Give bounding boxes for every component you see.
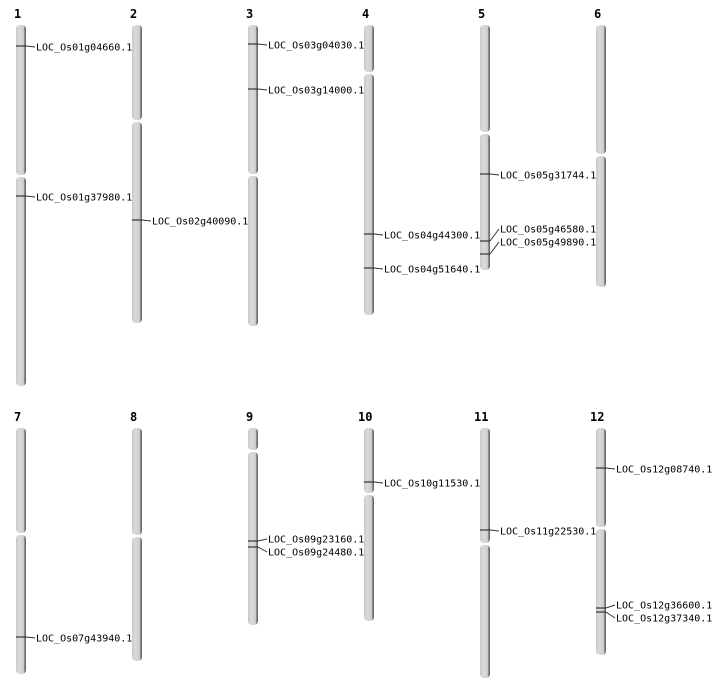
chromosome-number: 1: [14, 7, 21, 21]
chromosome-arm-p: [596, 25, 606, 154]
chromosome-number: 4: [362, 7, 369, 21]
chromosome-arm-p: [132, 25, 142, 120]
chromosome-arm-q: [132, 537, 142, 661]
chromosome-6: 6: [594, 7, 606, 287]
gene-label: LOC_Os09g24480.1: [268, 548, 364, 559]
chromosome-arm-p: [596, 428, 606, 527]
chromosome-arm-q: [248, 176, 258, 326]
gene-label: LOC_Os07g43940.1: [36, 634, 132, 645]
gene-label: LOC_Os05g46580.1: [500, 225, 596, 236]
gene-connector: [373, 267, 384, 270]
gene-label: LOC_Os04g51640.1: [384, 265, 480, 276]
gene-connector: [373, 481, 384, 484]
chromosome-arm-p: [16, 25, 26, 175]
gene-connector: [257, 88, 268, 91]
gene-label: LOC_Os02g40090.1: [152, 217, 248, 228]
chromosome-arm-p: [364, 25, 374, 72]
gene-connector: [257, 43, 268, 46]
chromosome-number: 10: [358, 410, 372, 424]
chromosome-number: 12: [590, 410, 604, 424]
gene-connector: [257, 538, 268, 542]
chromosome-arm-p: [248, 25, 258, 174]
chromosome-arm-q: [480, 134, 490, 270]
gene-label: LOC_Os12g37340.1: [616, 614, 712, 625]
gene-connector: [25, 45, 36, 48]
chromosome-arm-q: [364, 495, 374, 621]
gene-label: LOC_Os01g37980.1: [36, 193, 132, 204]
chromosome-number: 5: [478, 7, 485, 21]
chromosome-number: 2: [130, 7, 137, 21]
chromosome-number: 9: [246, 410, 253, 424]
chromosome-number: 11: [474, 410, 488, 424]
gene-label: LOC_Os10g11530.1: [384, 479, 480, 490]
chromosome-number: 7: [14, 410, 21, 424]
gene-connector: [25, 636, 36, 639]
chromosome-arm-q: [132, 122, 142, 323]
gene-connector: [257, 546, 268, 553]
chromosome-arm-p: [480, 25, 490, 132]
gene-connector: [141, 219, 152, 222]
chromosome-5: 5LOC_Os05g31744.1LOC_Os05g46580.1LOC_Os0…: [478, 7, 596, 270]
chromosome-arm-q: [16, 535, 26, 674]
chromosome-arm-p: [16, 428, 26, 533]
chromosome-arm-p: [480, 428, 490, 543]
chromosome-number: 3: [246, 7, 253, 21]
gene-connector: [489, 228, 500, 242]
chromosome-8: 8: [130, 410, 142, 661]
gene-connector: [605, 604, 616, 609]
chromosome-arm-q: [364, 74, 374, 315]
gene-connector: [489, 529, 500, 532]
chromosome-arm-q: [596, 156, 606, 287]
gene-label: LOC_Os11g22530.1: [500, 527, 596, 538]
chromosome-arm-p: [364, 428, 374, 493]
gene-label: LOC_Os03g14000.1: [268, 86, 364, 97]
gene-label: LOC_Os05g31744.1: [500, 171, 596, 182]
chromosome-number: 6: [594, 7, 601, 21]
gene-connector: [25, 195, 36, 198]
chromosome-arm-q: [480, 545, 490, 678]
gene-label: LOC_Os12g08740.1: [616, 465, 712, 476]
gene-connector: [489, 241, 500, 255]
gene-label: LOC_Os12g36600.1: [616, 601, 712, 612]
chromosome-arm-p: [248, 428, 258, 450]
chromosome-arm-q: [16, 177, 26, 386]
gene-label: LOC_Os09g23160.1: [268, 535, 364, 546]
gene-connector: [373, 233, 384, 236]
gene-connector: [489, 173, 500, 176]
gene-label: LOC_Os05g49890.1: [500, 238, 596, 249]
chromosome-arm-q: [248, 452, 258, 625]
gene-connector: [605, 611, 616, 619]
chromosome-number: 8: [130, 410, 137, 424]
chromosome-arm-p: [132, 428, 142, 535]
gene-connector: [605, 467, 616, 470]
gene-label: LOC_Os01g04660.1: [36, 43, 132, 54]
chromosome-arm-q: [596, 529, 606, 655]
gene-label: LOC_Os04g44300.1: [384, 231, 480, 242]
chromosome-12: 12LOC_Os12g08740.1LOC_Os12g36600.1LOC_Os…: [590, 410, 712, 655]
gene-label: LOC_Os03g04030.1: [268, 41, 364, 52]
